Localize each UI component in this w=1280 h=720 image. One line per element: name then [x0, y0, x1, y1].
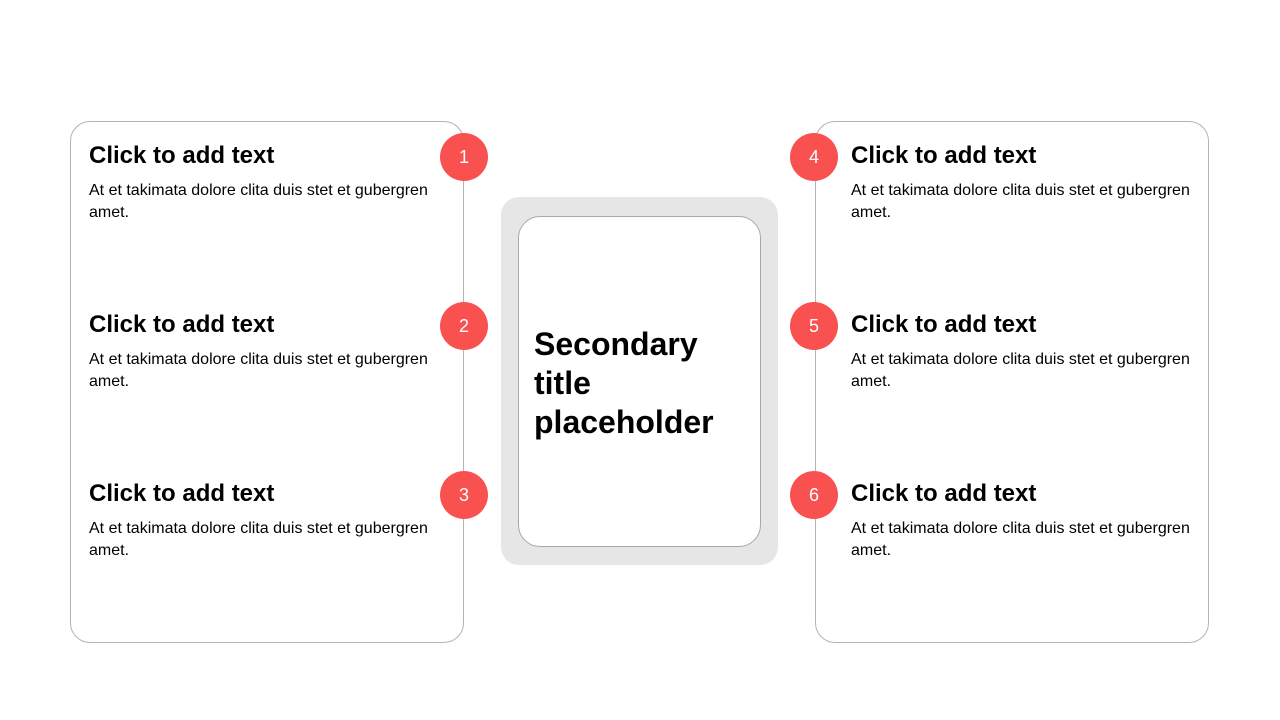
item-title[interactable]: Click to add text [89, 142, 275, 169]
number-badge-3: 3 [440, 471, 488, 519]
number-badge-5: 5 [790, 302, 838, 350]
item-body[interactable]: At et takimata dolore clita duis stet et… [851, 520, 1190, 559]
text-block-5[interactable]: Click to add text At et takimata dolore c… [851, 311, 1201, 393]
number-badge-2: 2 [440, 302, 488, 350]
secondary-title[interactable]: Secondary title placeholder [534, 326, 714, 440]
item-body[interactable]: At et takimata dolore clita duis stet et… [89, 182, 428, 221]
number-badge-4: 4 [790, 133, 838, 181]
text-block-1[interactable]: Click to add text At et takimata dolore c… [89, 142, 439, 224]
left-card [70, 121, 464, 643]
item-title[interactable]: Click to add text [89, 311, 275, 338]
number-badge-1: 1 [440, 133, 488, 181]
text-block-4[interactable]: Click to add text At et takimata dolore c… [851, 142, 1201, 224]
right-card [815, 121, 1209, 643]
item-body[interactable]: At et takimata dolore clita duis stet et… [89, 520, 428, 559]
item-title[interactable]: Click to add text [851, 311, 1037, 338]
number-badge-6: 6 [790, 471, 838, 519]
item-title[interactable]: Click to add text [851, 480, 1037, 507]
text-block-2[interactable]: Click to add text At et takimata dolore c… [89, 311, 439, 393]
item-title[interactable]: Click to add text [89, 480, 275, 507]
item-body[interactable]: At et takimata dolore clita duis stet et… [89, 351, 428, 390]
item-body[interactable]: At et takimata dolore clita duis stet et… [851, 182, 1190, 221]
center-panel [518, 216, 761, 547]
item-title[interactable]: Click to add text [851, 142, 1037, 169]
item-body[interactable]: At et takimata dolore clita duis stet et… [851, 351, 1190, 390]
text-block-3[interactable]: Click to add text At et takimata dolore c… [89, 480, 439, 562]
text-block-6[interactable]: Click to add text At et takimata dolore c… [851, 480, 1201, 562]
